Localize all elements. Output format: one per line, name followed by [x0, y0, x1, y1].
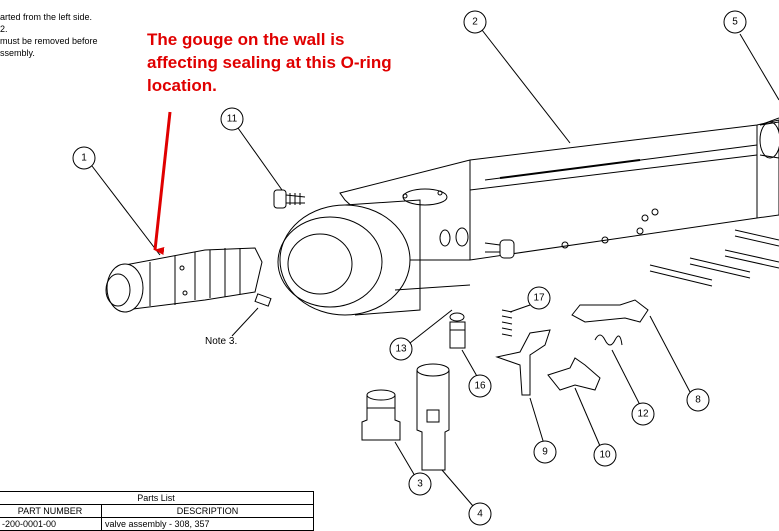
callout-3: 3	[417, 479, 423, 490]
leader-line-12	[611, 349, 641, 406]
spring-part-12	[594, 334, 623, 346]
cap-screw-part-16	[449, 312, 466, 349]
leader-line-1	[91, 165, 161, 256]
leader-line-16	[461, 349, 479, 379]
screw-part-11	[273, 189, 306, 209]
callout-8: 8	[695, 395, 701, 406]
cell-part-number: -200-0001-00	[0, 517, 102, 531]
valve-body-part	[277, 117, 779, 316]
callout-circle-16	[468, 374, 492, 398]
lever-part-8	[571, 299, 649, 323]
red-arrow-icon	[153, 111, 172, 255]
callout-circle-17	[527, 286, 551, 310]
parts-list-table: Parts List PART NUMBER DESCRIPTION -200-…	[0, 491, 314, 531]
callout-circle-3	[408, 472, 432, 496]
note-line-4: ssembly.	[0, 48, 35, 58]
assembly-notes: arted from the left side. 2. must be rem…	[0, 11, 98, 59]
callout-13: 13	[395, 344, 407, 355]
fitting-part-3	[361, 389, 401, 441]
leader-line-2	[481, 29, 571, 144]
cell-description: valve assembly - 308, 357	[101, 517, 314, 531]
leader-line-8	[649, 315, 691, 393]
note-line-1: arted from the left side.	[0, 12, 93, 22]
annotation-line-1: The gouge on the wall is	[147, 30, 345, 49]
callout-circle-1	[72, 146, 96, 170]
column-header-description: DESCRIPTION	[101, 504, 314, 518]
annotation-line-2: affecting sealing at this O-ring	[147, 53, 392, 72]
column-header-part-number: PART NUMBER	[0, 504, 102, 518]
leader-line-11	[237, 127, 283, 191]
callout-circle-9	[533, 440, 557, 464]
callout-12: 12	[637, 409, 649, 420]
callout-circle-13	[389, 337, 413, 361]
valve-assembly-part	[105, 247, 263, 313]
note-line-2: 2.	[0, 24, 8, 34]
annotation-line-3: location.	[147, 76, 217, 95]
set-screw-part	[231, 293, 272, 337]
link-part-10	[547, 357, 601, 391]
callout-16: 16	[474, 381, 486, 392]
callout-circle-10	[593, 443, 617, 467]
callout-circle-12	[631, 402, 655, 426]
callout-circle-8	[686, 388, 710, 412]
leader-line-13	[409, 309, 453, 344]
callout-circle-2	[463, 10, 487, 34]
callout-17: 17	[533, 293, 545, 304]
side-screw-part	[484, 239, 515, 259]
callout-10: 10	[599, 450, 611, 461]
callout-11: 11	[227, 114, 238, 125]
note-line-3: must be removed before	[0, 36, 98, 46]
callout-circle-4	[468, 502, 492, 526]
leader-line-3	[394, 441, 416, 477]
table-row: -200-0001-00 valve assembly - 308, 357	[0, 517, 314, 531]
callout-circle-5	[723, 10, 747, 34]
pins-part	[649, 229, 779, 287]
callout-2: 2	[472, 17, 478, 28]
note-3-label: Note 3.	[205, 336, 237, 347]
parts-list-title: Parts List	[0, 491, 314, 505]
leader-line-9	[529, 397, 545, 445]
leader-line-17	[509, 304, 531, 313]
callout-5: 5	[732, 17, 738, 28]
knob-part	[759, 121, 779, 159]
callout-4: 4	[477, 509, 483, 520]
fitting-part-4	[416, 363, 450, 471]
callout-9: 9	[542, 447, 548, 458]
spring-part-17	[501, 309, 513, 337]
link-part-9	[495, 329, 551, 396]
leader-line-5	[739, 33, 779, 101]
callout-circle-11	[220, 107, 244, 131]
callout-1: 1	[81, 153, 87, 164]
leader-line-4	[441, 469, 474, 507]
leader-line-10	[574, 387, 601, 447]
red-annotation: The gouge on the wall is affecting seali…	[147, 28, 392, 97]
